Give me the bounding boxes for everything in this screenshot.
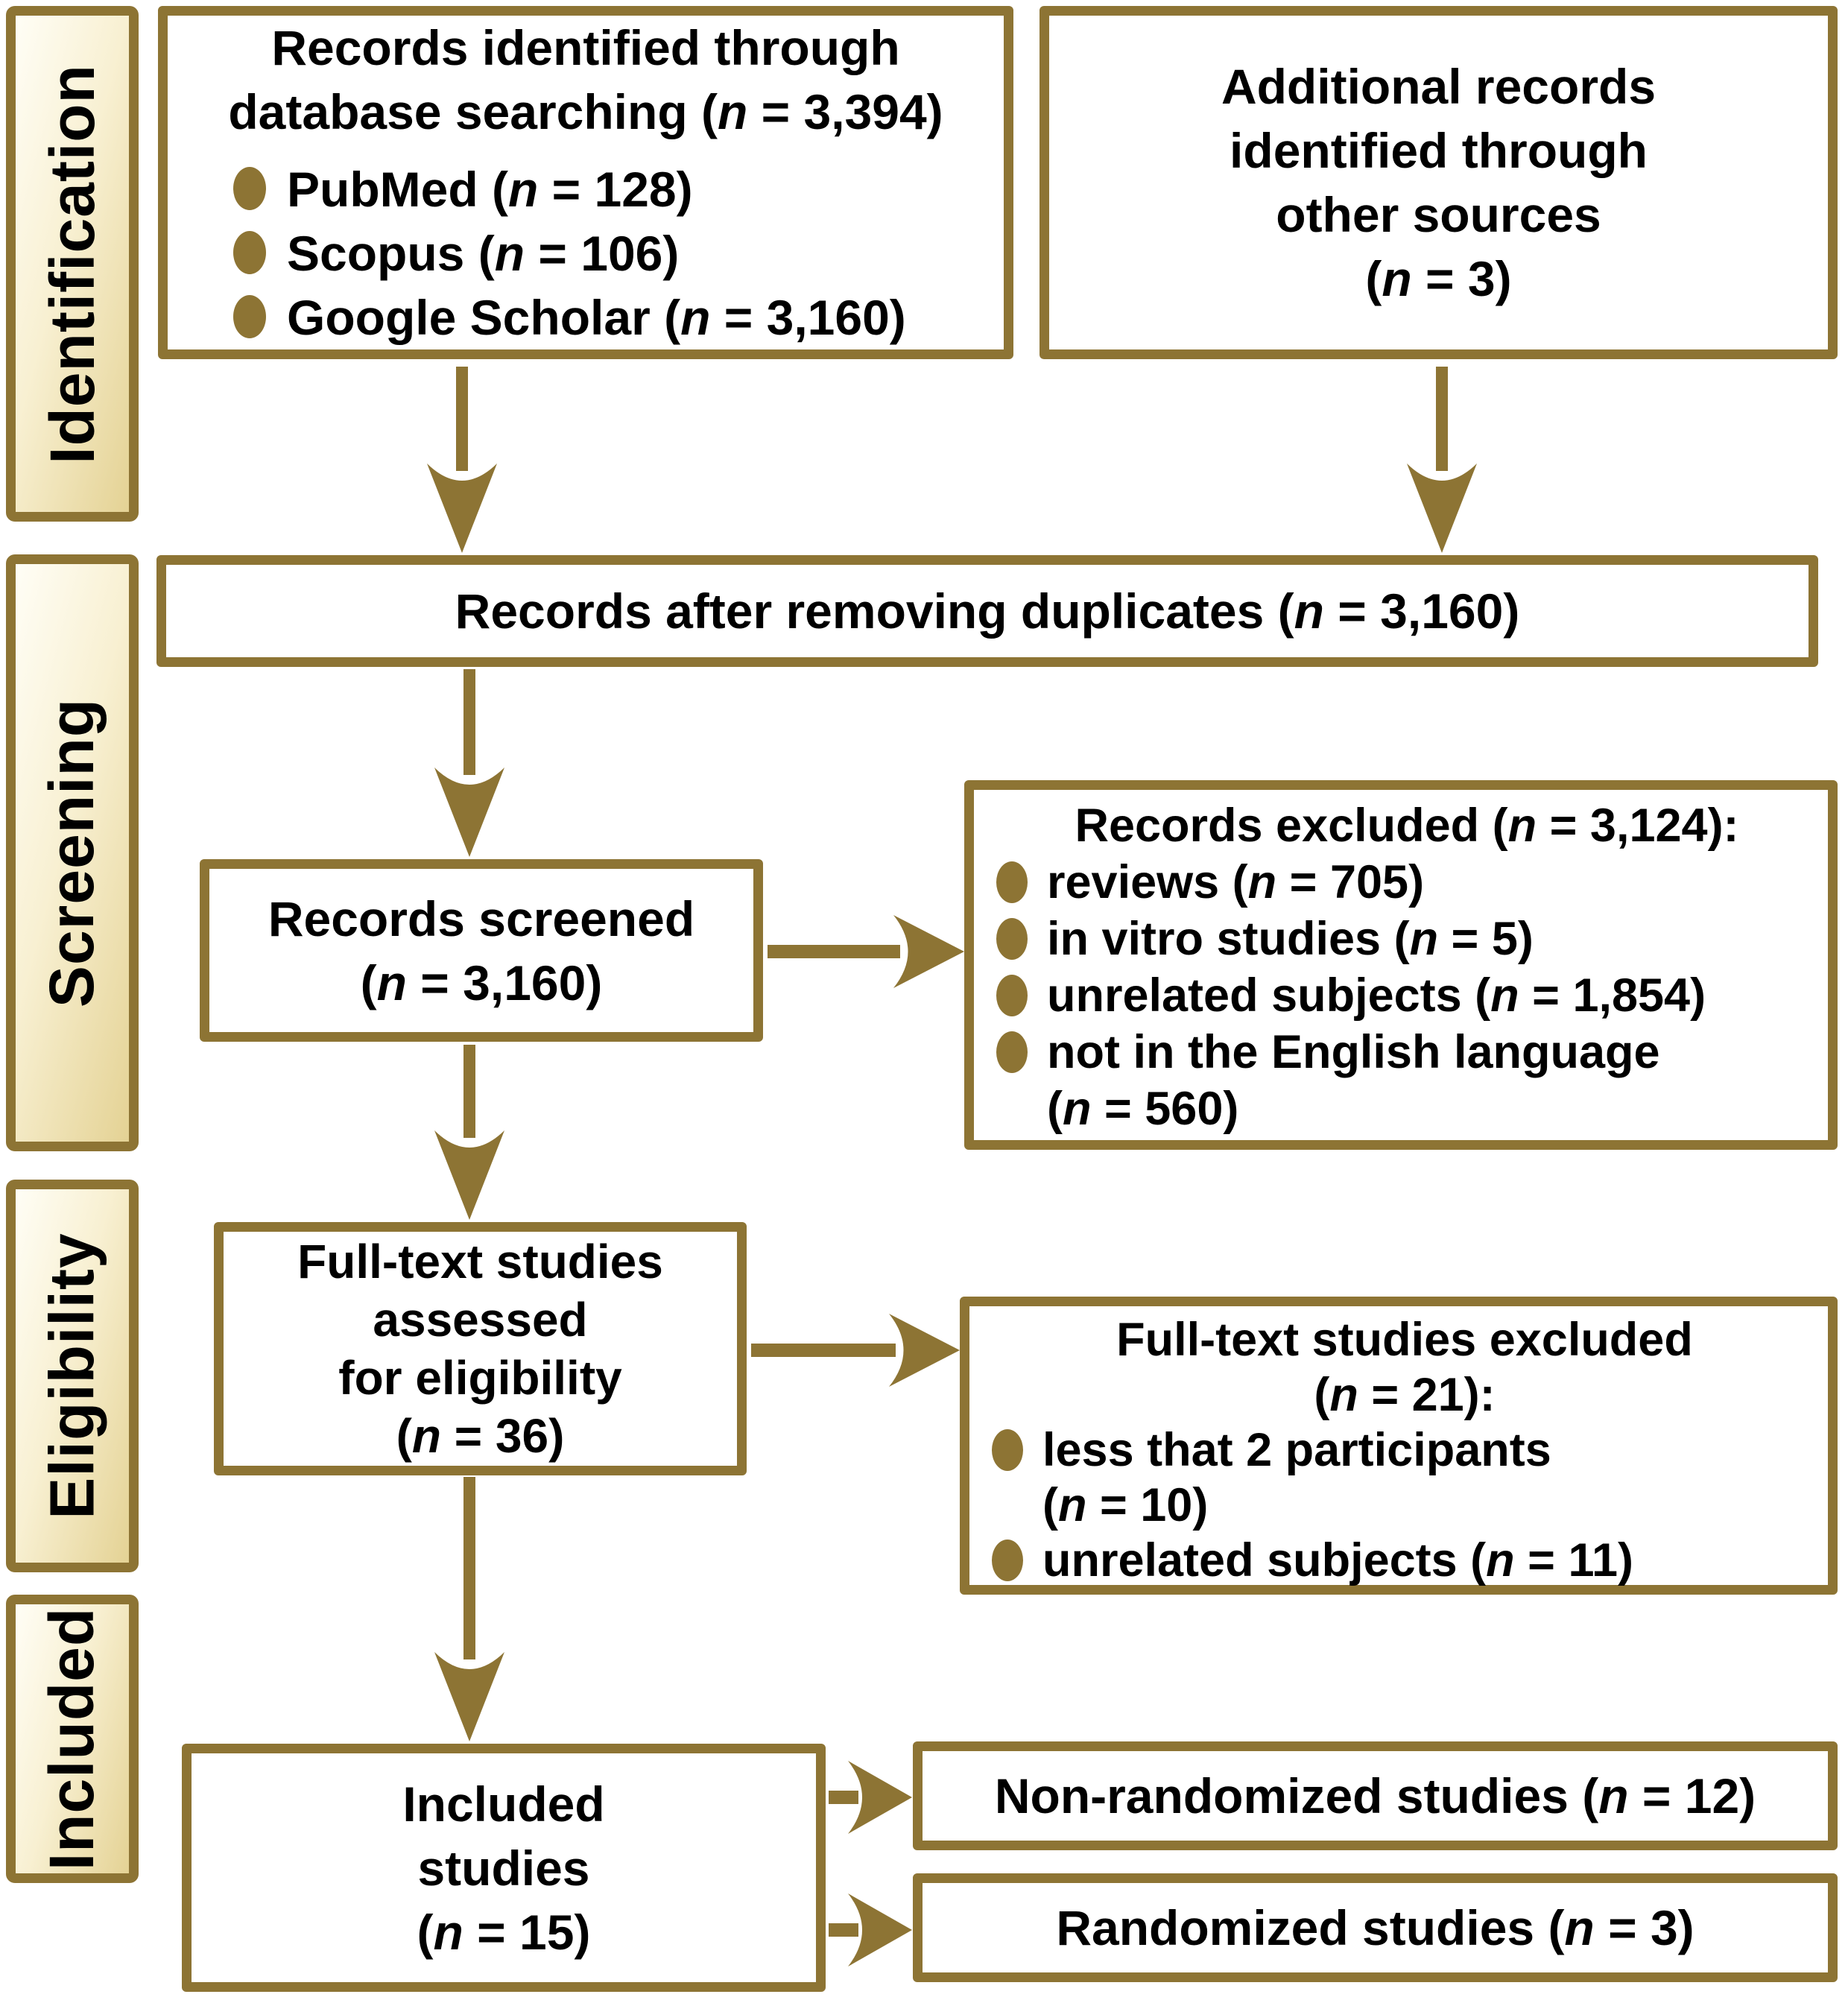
arrow-down-icon <box>427 367 497 553</box>
bullet-item: PubMed (n = 128) <box>233 157 996 221</box>
bullet-text: unrelated subjects (n = 11) <box>1042 1534 1634 1586</box>
bullet-item: Scopus (n = 106) <box>233 221 996 285</box>
stage-identification: Identification <box>6 6 139 522</box>
arrow-down-icon <box>434 669 504 857</box>
bullet-item: less that 2 participants(n = 10) <box>992 1423 1817 1533</box>
bullet-item: in vitro studies (n = 5) <box>996 911 1817 967</box>
bullet-text: less that 2 participants(n = 10) <box>1042 1424 1551 1531</box>
stage-label: Eligibility <box>37 1233 107 1519</box>
bullet-list: PubMed (n = 128) Scopus (n = 106) Google S… <box>175 157 996 349</box>
bullet-dot-icon <box>996 861 1028 903</box>
box-title: Records excluded (n = 3,124): <box>1075 800 1739 852</box>
box-fulltext-excluded: Full-text studies excluded(n = 21): less… <box>960 1297 1838 1595</box>
box-records-screened: Records screened(n = 3,160) <box>200 859 763 1042</box>
bullet-item: unrelated subjects (n = 1,854) <box>996 967 1817 1024</box>
box-randomized: Randomized studies (n = 3) <box>913 1873 1838 1982</box>
stage-label: Identification <box>37 63 107 464</box>
bullet-dot-icon <box>233 231 266 274</box>
box-title: Non-randomized studies (n = 12) <box>994 1768 1756 1823</box>
bullet-item: reviews (n = 705) <box>996 854 1817 911</box>
box-title: Full-text studies excluded(n = 21): <box>1116 1314 1693 1421</box>
bullet-text: Scopus (n = 106) <box>287 226 680 281</box>
bullet-dot-icon <box>233 167 266 210</box>
bullet-text: unrelated subjects (n = 1,854) <box>1047 969 1706 1022</box>
bullet-dot-icon <box>996 918 1028 960</box>
bullet-dot-icon <box>992 1540 1023 1581</box>
stage-screening: Screening <box>6 554 139 1151</box>
stage-label: Screening <box>37 697 107 1008</box>
arrow-right-icon <box>768 915 964 988</box>
bullet-dot-icon <box>996 975 1028 1016</box>
bullet-dot-icon <box>992 1429 1023 1471</box>
arrow-right-icon <box>829 1761 912 1834</box>
bullet-item: unrelated subjects (n = 11) <box>992 1533 1817 1588</box>
box-title: Randomized studies (n = 3) <box>1056 1900 1694 1955</box>
box-after-duplicates: Records after removing duplicates (n = 3… <box>156 555 1818 667</box>
bullet-text: reviews (n = 705) <box>1047 856 1425 908</box>
bullet-list: less that 2 participants(n = 10)unrelate… <box>992 1423 1817 1588</box>
bullet-item: Google Scholar (n = 3,160) <box>233 285 996 349</box>
bullet-dot-icon <box>996 1031 1028 1073</box>
box-records-excluded: Records excluded (n = 3,124): reviews (n… <box>964 780 1838 1150</box>
arrow-down-icon <box>434 1045 504 1220</box>
arrow-right-icon <box>751 1314 960 1387</box>
bullet-item: not in the English language(n = 560) <box>996 1024 1817 1137</box>
box-title: Records after removing duplicates (n = 3… <box>455 583 1520 639</box>
box-non-randomized: Non-randomized studies (n = 12) <box>913 1741 1838 1850</box>
bullet-list: reviews (n = 705)in vitro studies (n = 5… <box>996 854 1817 1137</box>
bullet-text: in vitro studies (n = 5) <box>1047 913 1534 965</box>
bullet-text: PubMed (n = 128) <box>287 162 693 217</box>
box-title: Records screened(n = 3,160) <box>268 890 695 1010</box>
stage-included: Included <box>6 1595 139 1883</box>
bullet-text: Google Scholar (n = 3,160) <box>287 290 906 345</box>
arrow-down-icon <box>1407 367 1477 553</box>
arrow-down-icon <box>434 1477 504 1741</box>
stage-eligibility: Eligibility <box>6 1180 139 1572</box>
bullet-dot-icon <box>233 295 266 338</box>
arrow-right-icon <box>829 1893 912 1966</box>
stage-label: Included <box>37 1607 107 1871</box>
bullet-text: not in the English language(n = 560) <box>1047 1026 1660 1135</box>
